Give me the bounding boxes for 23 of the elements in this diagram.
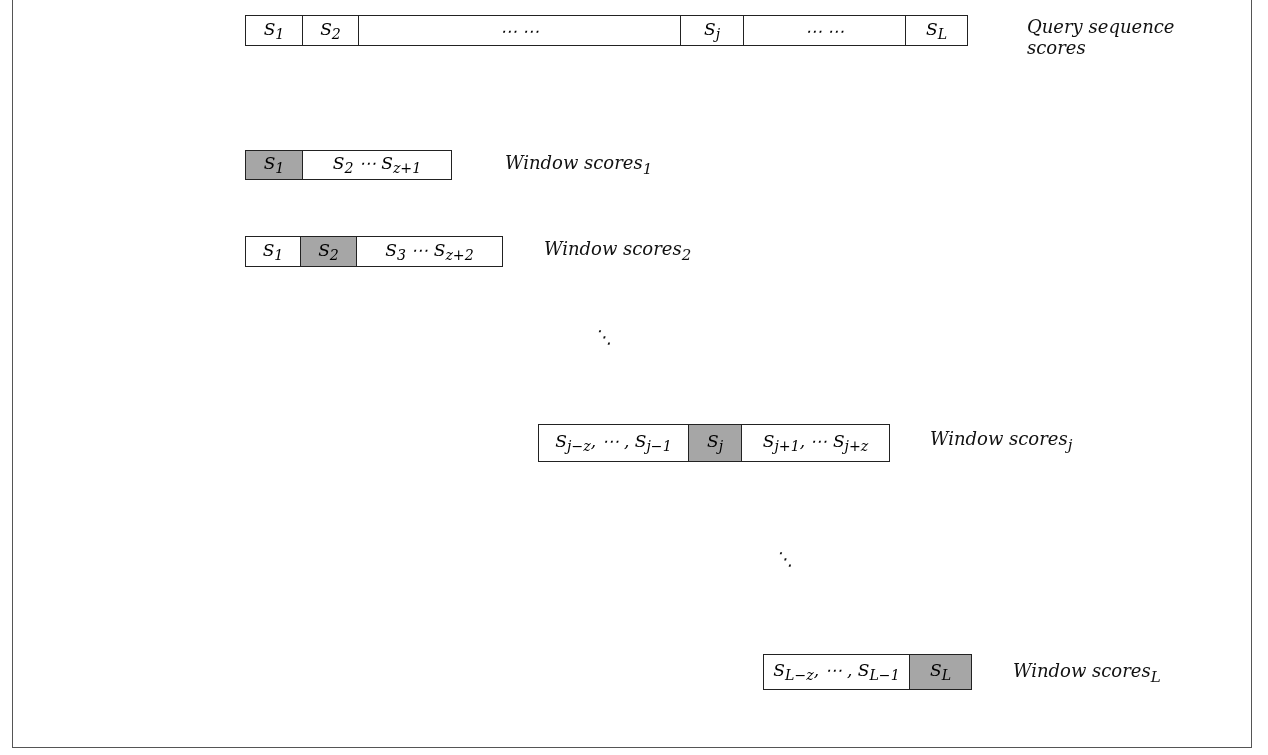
score-cell: S$_{3}$ ⋯ S$_{z+2}$ — [356, 236, 503, 267]
score-cell: S$_{2}$ — [302, 15, 359, 46]
score-cell: S$_{j}$ — [680, 15, 744, 46]
score-cell: S$_{j+1}$, ⋯ S$_{j+z}$ — [741, 424, 890, 462]
score-cell: S$_{L}$ — [905, 15, 968, 46]
score-cell: S$_{1}$ — [245, 236, 301, 267]
score-cell: ⋯ ⋯ — [358, 15, 681, 46]
score-cell: S$_{1}$ — [245, 15, 303, 46]
row-caption: Query sequence scores — [1027, 16, 1176, 58]
ellipsis-mark: ⋱ — [775, 548, 793, 569]
score-cell: S$_{2}$ ⋯ S$_{z+1}$ — [302, 150, 452, 180]
ellipsis-mark: ⋱ — [594, 326, 612, 347]
row-caption: Window scores$_{j}$ — [930, 428, 1073, 454]
row-caption: Window scores$_{2}$ — [544, 238, 692, 264]
score-cell: S$_{j−z}$, ⋯ , S$_{j−1}$ — [538, 424, 689, 462]
highlighted-score-cell: S$_{1}$ — [245, 150, 303, 180]
highlighted-score-cell: S$_{2}$ — [300, 236, 357, 267]
score-cell: S$_{L−z}$, ⋯ , S$_{L−1}$ — [763, 654, 910, 690]
highlighted-score-cell: S$_{L}$ — [909, 654, 972, 690]
score-cell: ⋯ ⋯ — [743, 15, 906, 46]
row-caption: Window scores$_{1}$ — [505, 152, 653, 178]
row-caption: Window scores$_{L}$ — [1013, 660, 1161, 686]
highlighted-score-cell: S$_{j}$ — [688, 424, 742, 462]
